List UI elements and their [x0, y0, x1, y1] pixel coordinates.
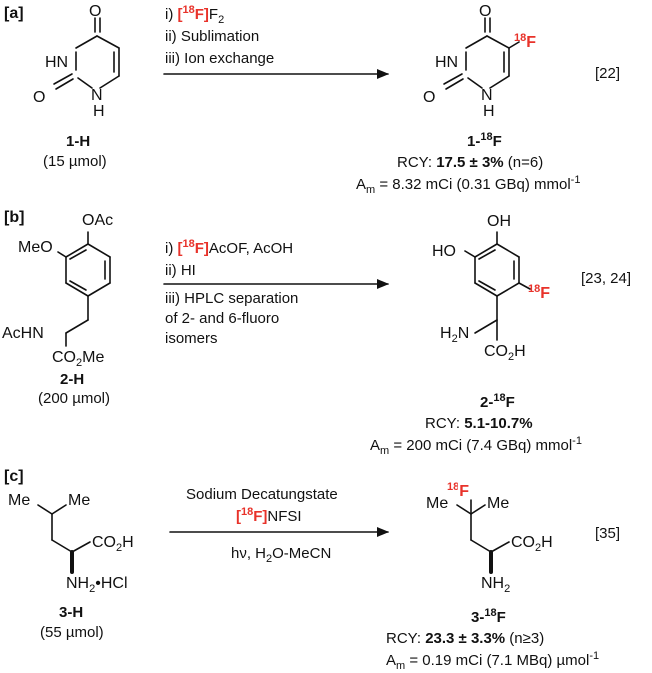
am-c: Am = 0.19 mCi (7.1 MBq) µmol-1	[386, 650, 599, 672]
am-a: Am = 8.32 mCi (0.31 GBq) mmol-1	[356, 174, 580, 196]
cond-a-step1: i) [18F]F2	[165, 4, 224, 26]
atom-me-c2: Me	[68, 492, 90, 509]
leucine-structure: Me Me CO2H NH2•HCl	[8, 492, 134, 595]
atom-me-p2: Me	[487, 495, 509, 512]
panel-c-label: [c]	[4, 468, 24, 485]
cond-b-step2: ii) HI	[165, 262, 196, 279]
am-b: Am = 200 mCi (7.4 GBq) mmol-1	[370, 435, 582, 457]
atom-ho: HO	[432, 243, 456, 260]
atom-18f-a: 18F	[514, 32, 536, 51]
atom-h: H	[93, 103, 105, 120]
ref-c: [35]	[595, 525, 620, 542]
atom-co2h-c: CO2H	[92, 534, 134, 554]
sm-2h-amount: (200 µmol)	[38, 390, 110, 407]
fluoro-dopa-structure: OH HO H2N CO2H 18F	[432, 213, 550, 363]
cond-a-step3: iii) Ion exchange	[165, 50, 274, 67]
atom-co2me: CO2Me	[52, 349, 104, 369]
sm-3h-name: 3-H	[59, 604, 83, 621]
atom-hn: HN	[45, 54, 68, 71]
product-1-18f-name: 1-18F	[467, 131, 502, 150]
atom-18f-b: 18F	[528, 283, 550, 302]
cond-b-step3c: isomers	[165, 330, 218, 347]
atom-oh: OH	[487, 213, 511, 230]
fluorouracil-structure: O HN O N H 18F	[423, 3, 536, 120]
atom-n: N	[91, 87, 103, 104]
ref-a: [22]	[595, 65, 620, 82]
atom-o-left-product: O	[423, 89, 435, 106]
atom-co2h-p: CO2H	[511, 534, 553, 554]
product-3-18f-name: 3-18F	[471, 607, 506, 626]
panel-b: [b] OAc MeO AcHN CO2Me 2-H (200 µmol) i)…	[2, 209, 631, 457]
fluoroleucine-structure: Me Me 18F CO2H NH2	[426, 479, 553, 596]
atom-me-p1: Me	[426, 495, 448, 512]
panel-a-label: [a]	[4, 5, 24, 22]
atom-hn-product: HN	[435, 54, 458, 71]
cond-b-step1: i) [18F]AcOF, AcOH	[165, 238, 293, 257]
sm-3h-amount: (55 µmol)	[40, 624, 104, 641]
cond-c-line3: hν, H2O-MeCN	[231, 545, 331, 565]
sm-2h-name: 2-H	[60, 371, 84, 388]
cond-b-step3a: iii) HPLC separation	[165, 290, 298, 307]
sm-1h-amount: (15 µmol)	[43, 153, 107, 170]
uracil-structure: O HN O N H	[33, 3, 120, 120]
atom-co2h-b: CO2H	[484, 343, 526, 363]
atom-achn: AcHN	[2, 325, 44, 342]
atom-nh2: NH2	[481, 575, 510, 595]
rcy-a: RCY: 17.5 ± 3% (n=6)	[397, 154, 543, 171]
rcy-c: RCY: 23.3 ± 3.3% (n≥3)	[386, 630, 544, 647]
atom-o-top-product: O	[479, 3, 491, 20]
cond-a-step2: ii) Sublimation	[165, 28, 259, 45]
product-2-18f-name: 2-18F	[480, 392, 515, 411]
atom-oac: OAc	[82, 212, 113, 229]
cond-b-step3b: of 2- and 6-fluoro	[165, 310, 279, 327]
sm-1h-name: 1-H	[66, 133, 90, 150]
protected-dopa-structure: OAc MeO AcHN CO2Me	[2, 212, 113, 369]
panel-b-label: [b]	[4, 209, 24, 226]
atom-o-top: O	[89, 3, 101, 20]
atom-h2n: H2N	[440, 325, 469, 345]
atom-o-left: O	[33, 89, 45, 106]
rcy-b: RCY: 5.1-10.7%	[425, 415, 533, 432]
atom-h-product: H	[483, 103, 495, 120]
cond-c-line1: Sodium Decatungstate	[186, 486, 338, 503]
atom-18f-c: 18F	[447, 481, 469, 500]
ref-b: [23, 24]	[581, 270, 631, 287]
atom-meo: MeO	[18, 239, 53, 256]
atom-nh2hcl: NH2•HCl	[66, 575, 128, 595]
cond-c-line2: [18F]NFSI	[236, 506, 302, 525]
panel-c: [c] Me Me CO2H NH2•HCl 3-H (55 µmol) Sod…	[4, 468, 620, 672]
atom-n-product: N	[481, 87, 493, 104]
panel-a: [a] O HN O N H 1-H (15 µmol) i) [18F]F2 …	[4, 3, 620, 196]
atom-me-c1: Me	[8, 492, 30, 509]
